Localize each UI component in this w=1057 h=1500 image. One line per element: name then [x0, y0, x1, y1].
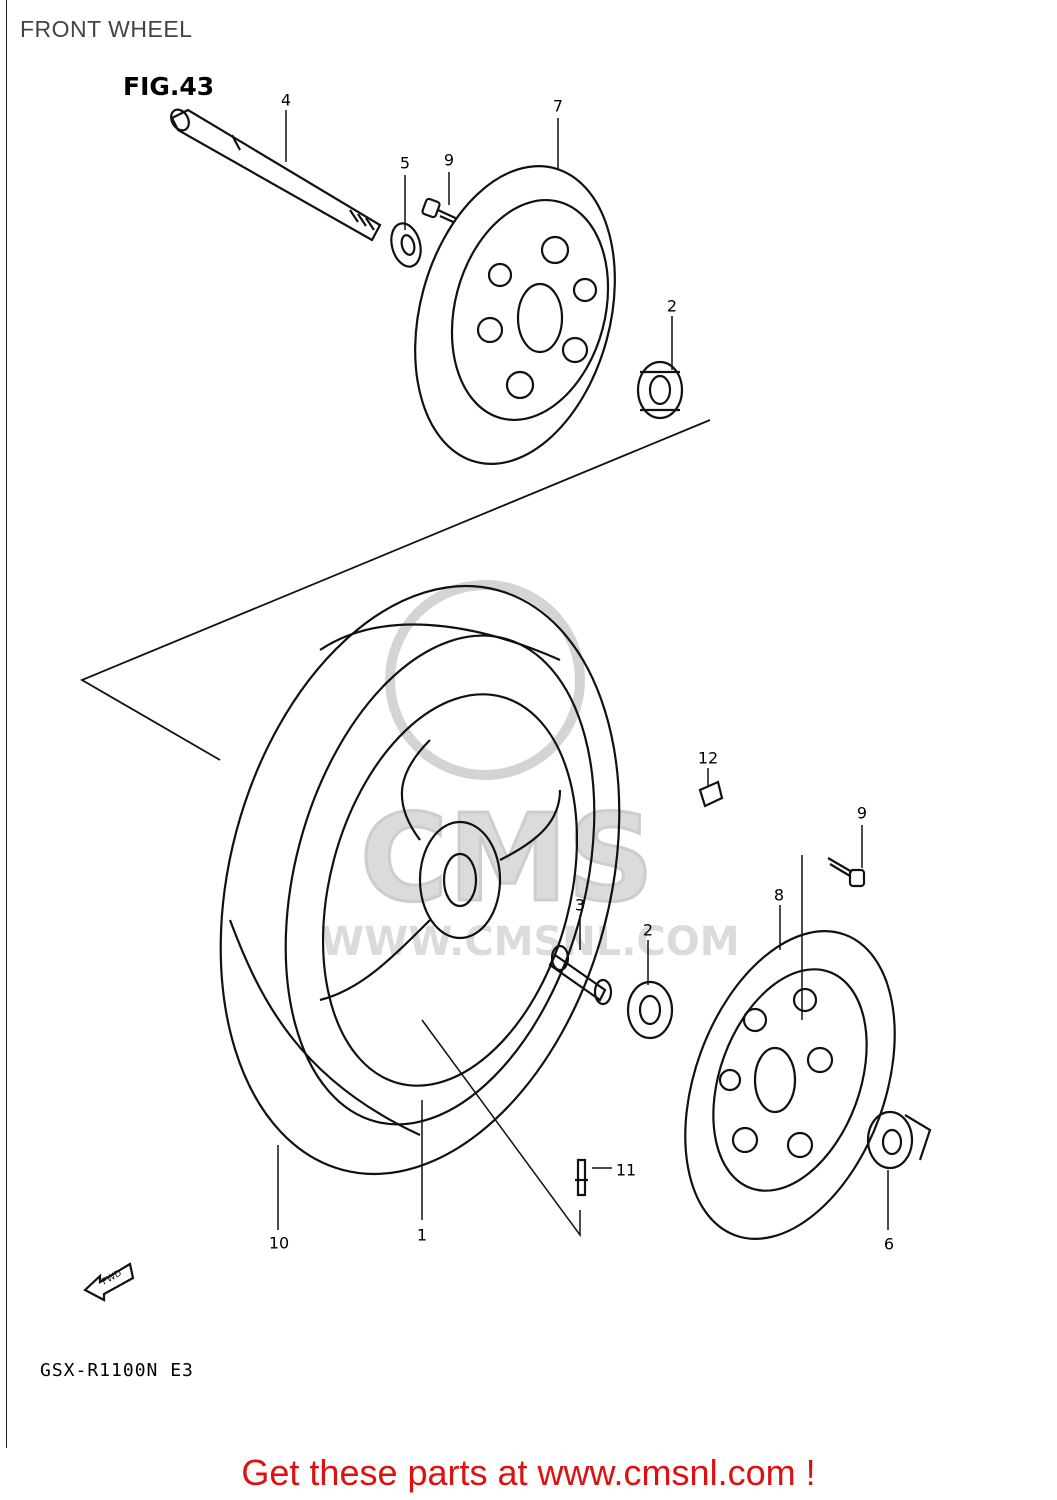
model-label: GSX-R1100N E3	[40, 1360, 194, 1381]
wheel-rim-part	[319, 693, 579, 1087]
valve-cap-part	[698, 780, 724, 808]
frame-border	[6, 0, 7, 1448]
callout-12: 12	[697, 748, 719, 768]
callout-2-lower: 2	[642, 920, 654, 940]
callout-10: 10	[268, 1233, 290, 1253]
callout-7: 7	[552, 96, 564, 116]
page-title: FRONT WHEEL	[20, 16, 193, 42]
tire-part	[219, 584, 621, 1176]
exploded-parts-diagram: CMS WWW.CMSNL.COM	[79, 108, 932, 1302]
watermark-url: WWW.CMSNL.COM	[320, 919, 740, 965]
callout-9-lower: 9	[856, 803, 868, 823]
brake-disc-left	[414, 165, 616, 465]
figure-label: FIG.43	[123, 72, 215, 101]
gearbox-part	[866, 1110, 932, 1170]
watermark-logo: CMS WWW.CMSNL.COM	[320, 580, 740, 965]
disc-bolt-part-lower	[827, 857, 866, 888]
callout-11: 11	[615, 1160, 637, 1180]
spacer-part	[548, 944, 613, 1006]
callout-2-top: 2	[666, 296, 678, 316]
fwd-arrow-icon: FWD	[83, 1262, 135, 1302]
parts-shop-link[interactable]: Get these parts at www.cmsnl.com !	[241, 1452, 816, 1493]
watermark-logo-text: CMS	[360, 790, 654, 929]
washer-part	[390, 222, 422, 268]
valve-part	[575, 1158, 588, 1197]
leader-lines	[277, 110, 889, 1238]
callout-3: 3	[574, 895, 586, 915]
callout-9-top: 9	[443, 150, 455, 170]
callout-8: 8	[773, 885, 785, 905]
callout-1: 1	[416, 1225, 428, 1245]
callout-6: 6	[883, 1234, 895, 1254]
bearing-part-lower	[626, 980, 674, 1040]
bearing-part-top	[636, 360, 684, 420]
leader-connector	[79, 419, 711, 761]
callout-5: 5	[399, 153, 411, 173]
brake-disc-right	[684, 930, 896, 1240]
axle-part	[170, 108, 382, 242]
callout-4: 4	[280, 90, 292, 110]
